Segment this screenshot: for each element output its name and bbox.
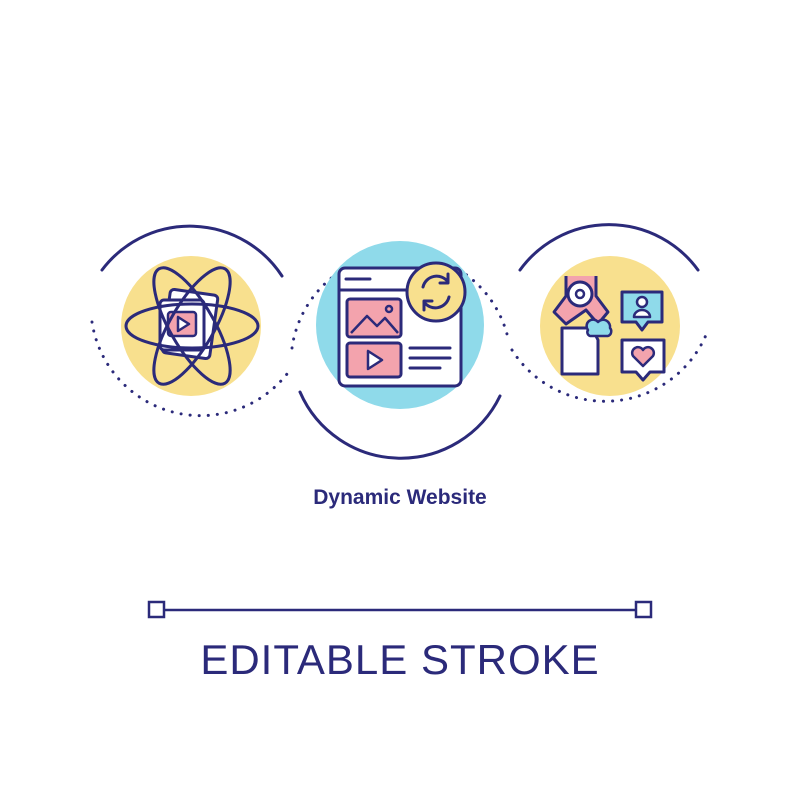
website-update-icon [290,241,510,460]
concept-title: Dynamic Website [313,486,487,509]
mountain-icon [350,314,399,334]
atom-orbit-1 [124,302,260,350]
editable-stroke-sample [147,600,653,619]
cloud-icon [585,318,613,338]
right-dotted-arc [510,328,710,403]
heart-icon [630,345,656,368]
center-dotted-arc [290,251,510,350]
refresh-arrow-bottom-icon [422,295,451,310]
editable-stroke-label: EDITABLE STROKE [200,636,600,683]
arm-head [566,280,594,308]
center-outer-arc [298,390,502,460]
right-outer-arc [518,223,700,272]
left-dotted-arc [90,320,292,418]
profile-head-icon [635,295,649,309]
atom-orbit-2 [152,266,232,386]
image-tile [345,297,403,339]
refresh-badge [405,261,467,323]
stroke-handle-left [147,600,166,619]
refresh-arrow-top-icon [421,274,450,289]
video-play-icon [366,349,384,371]
left-outer-arc [100,224,284,278]
play-triangle-icon [176,315,191,333]
atom-media-icon [90,224,292,418]
user-interaction-icon [510,223,710,403]
atom-orbit-3 [152,266,232,386]
sun-dot [384,304,394,314]
stroke-handle-right [634,600,653,619]
